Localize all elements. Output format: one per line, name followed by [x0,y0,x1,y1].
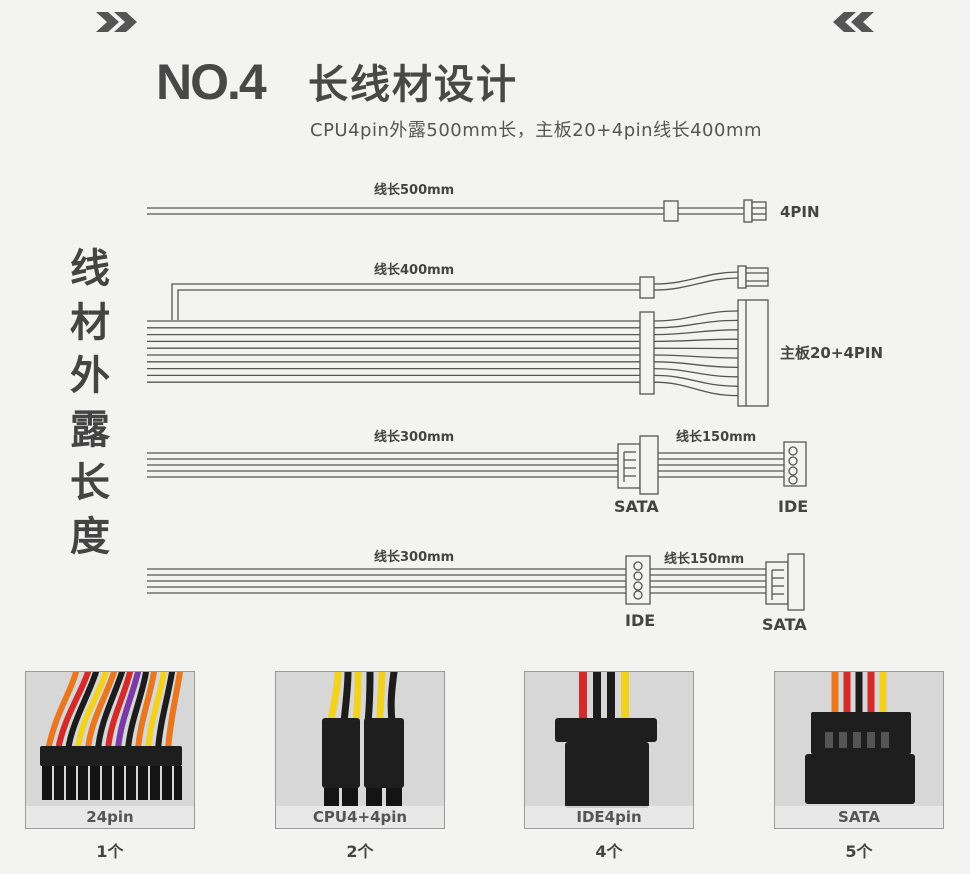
side-char: 长 [70,460,110,506]
section-title: 长线材设计 [308,62,518,108]
ide-sata-length-label: 线长300mm [374,549,454,565]
photo-24pin-connector: 24pin [25,671,195,829]
wire-line [653,354,739,359]
wire-line [653,319,739,329]
photo-label: SATA [775,806,943,828]
photo-count: 1个 [96,842,124,861]
ide-sata-first-label: IDE [625,611,655,630]
cpu-length-label: 线长500mm [374,182,454,198]
section-number: NO.4 [156,54,267,110]
cable-diagram: 线长500mm 4PIN 线长400mm 主板20+4PIN 线长300mm 线… [96,12,883,634]
sata-ide-second-label: IDE [778,497,808,516]
photo-label: CPU4+4pin [276,806,444,828]
wire-line [653,381,739,397]
wire-line [653,374,739,387]
cpu-4pin-cable [147,199,767,223]
wire-line [653,329,739,336]
double-chevron-left-icon [833,12,874,32]
photo-count: 5个 [845,842,873,861]
side-char: 线 [70,246,110,292]
wire-line [653,361,739,369]
photo-count: 2个 [346,842,374,861]
photo-sata-connector: SATA [774,671,944,829]
mainboard-connector-label: 主板20+4PIN [780,344,883,362]
double-chevron-right-icon [96,12,137,32]
wire-line [653,310,739,322]
photo-cpu-connector: CPU4+4pin [275,671,445,829]
sata-ide-cable [147,435,807,495]
side-char: 材 [70,299,110,346]
mainboard-length-label: 线长400mm [374,262,454,278]
vertical-side-title: 线 材 外 露 长 度 [60,243,120,564]
side-char: 露 [70,406,110,453]
photo-label: IDE4pin [525,806,693,828]
side-char: 度 [70,513,110,560]
sata-ide-sub-length-label: 线长150mm [676,429,756,445]
photo-ide-connector: IDE4pin [524,671,694,829]
photo-count: 4个 [595,842,623,861]
wire-line [653,367,739,378]
section-subtitle: CPU4pin外露500mm长，主板20+4pin线长400mm [310,120,763,141]
side-char: 外 [70,353,110,399]
photo-label: 24pin [26,806,194,828]
ide-sata-cable [147,553,805,611]
mainboard-24pin-cable [147,265,769,407]
sata-ide-first-label: SATA [614,497,659,516]
ide-sata-second-label: SATA [762,615,807,634]
cpu-connector-label: 4PIN [780,203,820,221]
ide-sata-sub-length-label: 线长150mm [664,551,744,567]
sata-ide-length-label: 线长300mm [374,429,454,445]
wire-line [653,338,739,343]
